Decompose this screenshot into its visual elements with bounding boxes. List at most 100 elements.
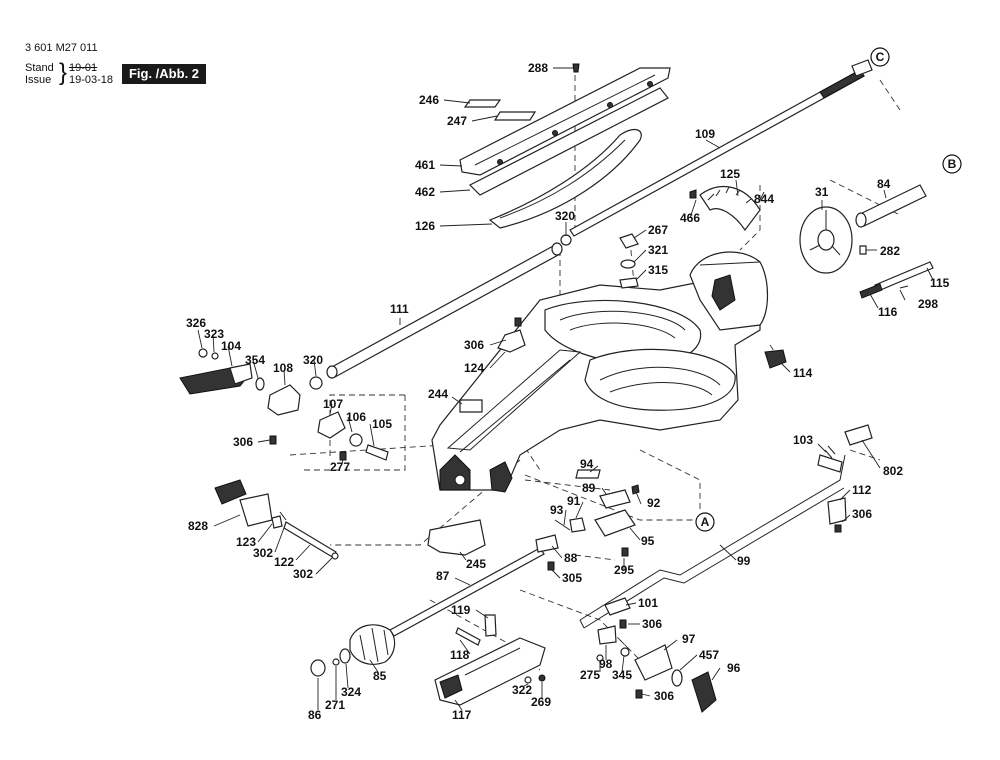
- label-269: 269: [531, 695, 551, 709]
- label-125: 125: [720, 167, 740, 181]
- part-number: 3 601 M27 011: [25, 42, 98, 54]
- label-118: 118: [450, 648, 470, 662]
- label-288: 288: [528, 61, 548, 75]
- label-87: 87: [436, 569, 450, 583]
- label-323: 323: [204, 327, 224, 341]
- label-99: 99: [737, 554, 751, 568]
- label-302-lower: 302: [293, 567, 313, 581]
- label-247: 247: [447, 114, 467, 128]
- label-306-left: 306: [233, 435, 253, 449]
- label-97: 97: [682, 632, 696, 646]
- label-89: 89: [582, 481, 596, 495]
- label-85: 85: [373, 669, 387, 683]
- label-277: 277: [330, 460, 350, 474]
- label-107: 107: [323, 397, 343, 411]
- label-101: 101: [638, 596, 658, 610]
- label-246: 246: [419, 93, 439, 107]
- issue-label: Issue: [25, 74, 52, 86]
- label-844: 844: [754, 192, 774, 206]
- label-111: 111: [390, 302, 409, 316]
- label-104: 104: [221, 339, 241, 353]
- label-466: 466: [680, 211, 700, 225]
- label-302-upper: 302: [253, 546, 273, 560]
- callout-b: B: [942, 154, 962, 174]
- label-298: 298: [918, 297, 938, 311]
- label-244: 244: [428, 387, 448, 401]
- nut-washer-hardware: [459, 233, 787, 413]
- figure-badge: Fig. /Abb. 2: [122, 64, 206, 84]
- label-320-top: 320: [555, 209, 575, 223]
- label-306-bottom: 306: [654, 689, 674, 703]
- label-96: 96: [727, 661, 741, 675]
- label-354: 354: [245, 353, 265, 367]
- label-457: 457: [699, 648, 719, 662]
- label-103: 103: [793, 433, 813, 447]
- label-122: 122: [274, 555, 294, 569]
- svg-text:B: B: [948, 157, 957, 171]
- label-114: 114: [793, 366, 813, 380]
- stand-label: Stand: [25, 62, 54, 74]
- label-123: 123: [236, 535, 256, 549]
- label-306-center: 306: [464, 338, 484, 352]
- brace-symbol: }: [59, 59, 68, 86]
- label-267: 267: [648, 223, 668, 237]
- handle-rod-assembly: [310, 519, 545, 677]
- label-305: 305: [562, 571, 582, 585]
- label-116: 116: [878, 305, 898, 319]
- label-315: 315: [648, 263, 668, 277]
- leader-lines: [197, 67, 934, 711]
- label-275: 275: [580, 668, 600, 682]
- label-86: 86: [308, 708, 322, 722]
- label-106: 106: [346, 410, 366, 424]
- stand-value: 19-01: [69, 62, 98, 74]
- callout-a: A: [695, 512, 715, 532]
- label-271: 271: [325, 698, 345, 712]
- label-126: 126: [415, 219, 435, 233]
- label-320-left: 320: [303, 353, 323, 367]
- part-labels: 288 246 247 461 462 126 109 125 466 844 …: [186, 61, 950, 722]
- link-rod-assembly: [579, 424, 873, 713]
- label-345: 345: [612, 668, 632, 682]
- callout-c: C: [870, 47, 890, 67]
- label-93: 93: [550, 503, 564, 517]
- label-112: 112: [852, 483, 872, 497]
- lever-assembly: [179, 348, 389, 461]
- label-322: 322: [512, 683, 532, 697]
- label-88: 88: [564, 551, 578, 565]
- label-245: 245: [466, 557, 486, 571]
- clamp-assembly: [535, 469, 640, 571]
- label-124: 124: [464, 361, 484, 375]
- label-461: 461: [415, 158, 435, 172]
- label-109: 109: [695, 127, 715, 141]
- label-295: 295: [614, 563, 634, 577]
- latch-assembly: [214, 479, 339, 560]
- label-94: 94: [580, 457, 594, 471]
- label-828: 828: [188, 519, 208, 533]
- fence-assembly: [459, 63, 671, 229]
- label-306-right: 306: [852, 507, 872, 521]
- bevel-scale: [689, 186, 761, 232]
- label-119: 119: [451, 603, 471, 617]
- label-98: 98: [599, 657, 613, 671]
- lower-housing: [434, 614, 546, 706]
- label-282: 282: [880, 244, 900, 258]
- disc-and-shafts: [799, 184, 934, 299]
- label-105: 105: [372, 417, 392, 431]
- label-324: 324: [341, 685, 361, 699]
- label-802: 802: [883, 464, 903, 478]
- label-326: 326: [186, 316, 206, 330]
- label-306-lower-mid: 306: [642, 617, 662, 631]
- label-117: 117: [452, 708, 472, 722]
- label-108: 108: [273, 361, 293, 375]
- svg-text:A: A: [701, 515, 710, 529]
- label-31: 31: [815, 185, 829, 199]
- issue-value: 19-03-18: [69, 74, 114, 86]
- label-462: 462: [415, 185, 435, 199]
- label-92: 92: [647, 496, 661, 510]
- label-321: 321: [648, 243, 668, 257]
- label-95: 95: [641, 534, 655, 548]
- label-91: 91: [567, 494, 581, 508]
- label-115: 115: [930, 276, 950, 290]
- label-84: 84: [877, 177, 891, 191]
